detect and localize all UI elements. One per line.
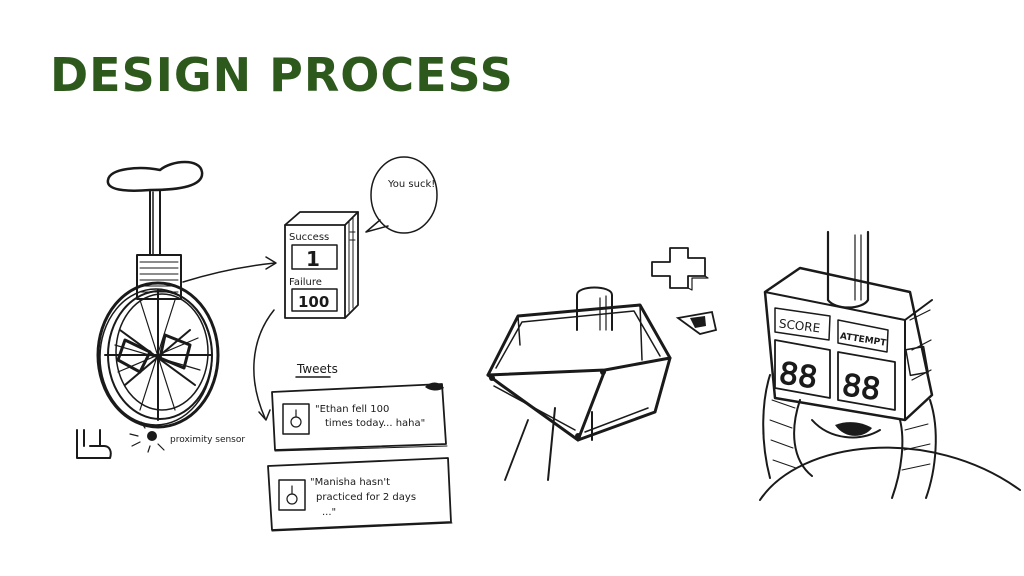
tweet-1-line-1: "Ethan fell 100 bbox=[315, 404, 389, 415]
speech-bubble: You suck! bbox=[365, 156, 438, 234]
failure-label: Failure bbox=[289, 277, 322, 288]
tweet-2-line-3: ..." bbox=[322, 507, 336, 518]
sensor-label: proximity sensor bbox=[170, 435, 245, 445]
tweet-2-line-2: practiced for 2 days bbox=[316, 492, 416, 503]
attempt-label: ATTEMPT bbox=[839, 332, 887, 349]
scoreboard-sketch: Success 1 Failure 100 bbox=[253, 211, 359, 421]
unicycle-sketch: proximity sensor bbox=[76, 160, 277, 459]
frame-sketch bbox=[486, 247, 718, 481]
score-digits: 88 bbox=[777, 356, 820, 396]
score-device-sketch: SCORE ATTEMPT 88 88 bbox=[759, 230, 1021, 501]
failure-value: 100 bbox=[298, 293, 329, 311]
tweets-sketch: Tweets "Ethan fell 100 times today... ha… bbox=[267, 362, 453, 532]
success-value: 1 bbox=[306, 247, 320, 271]
tweets-heading: Tweets bbox=[296, 362, 338, 376]
attempt-digits: 88 bbox=[840, 368, 883, 408]
score-label: SCORE bbox=[778, 316, 821, 335]
tweet-1-line-2: times today... haha" bbox=[325, 418, 425, 429]
slide-title: DESIGN PROCESS bbox=[50, 48, 514, 102]
tweet-2-line-1: "Manisha hasn't bbox=[310, 477, 390, 488]
success-label: Success bbox=[289, 232, 329, 243]
speech-bubble-text: You suck! bbox=[387, 179, 435, 190]
